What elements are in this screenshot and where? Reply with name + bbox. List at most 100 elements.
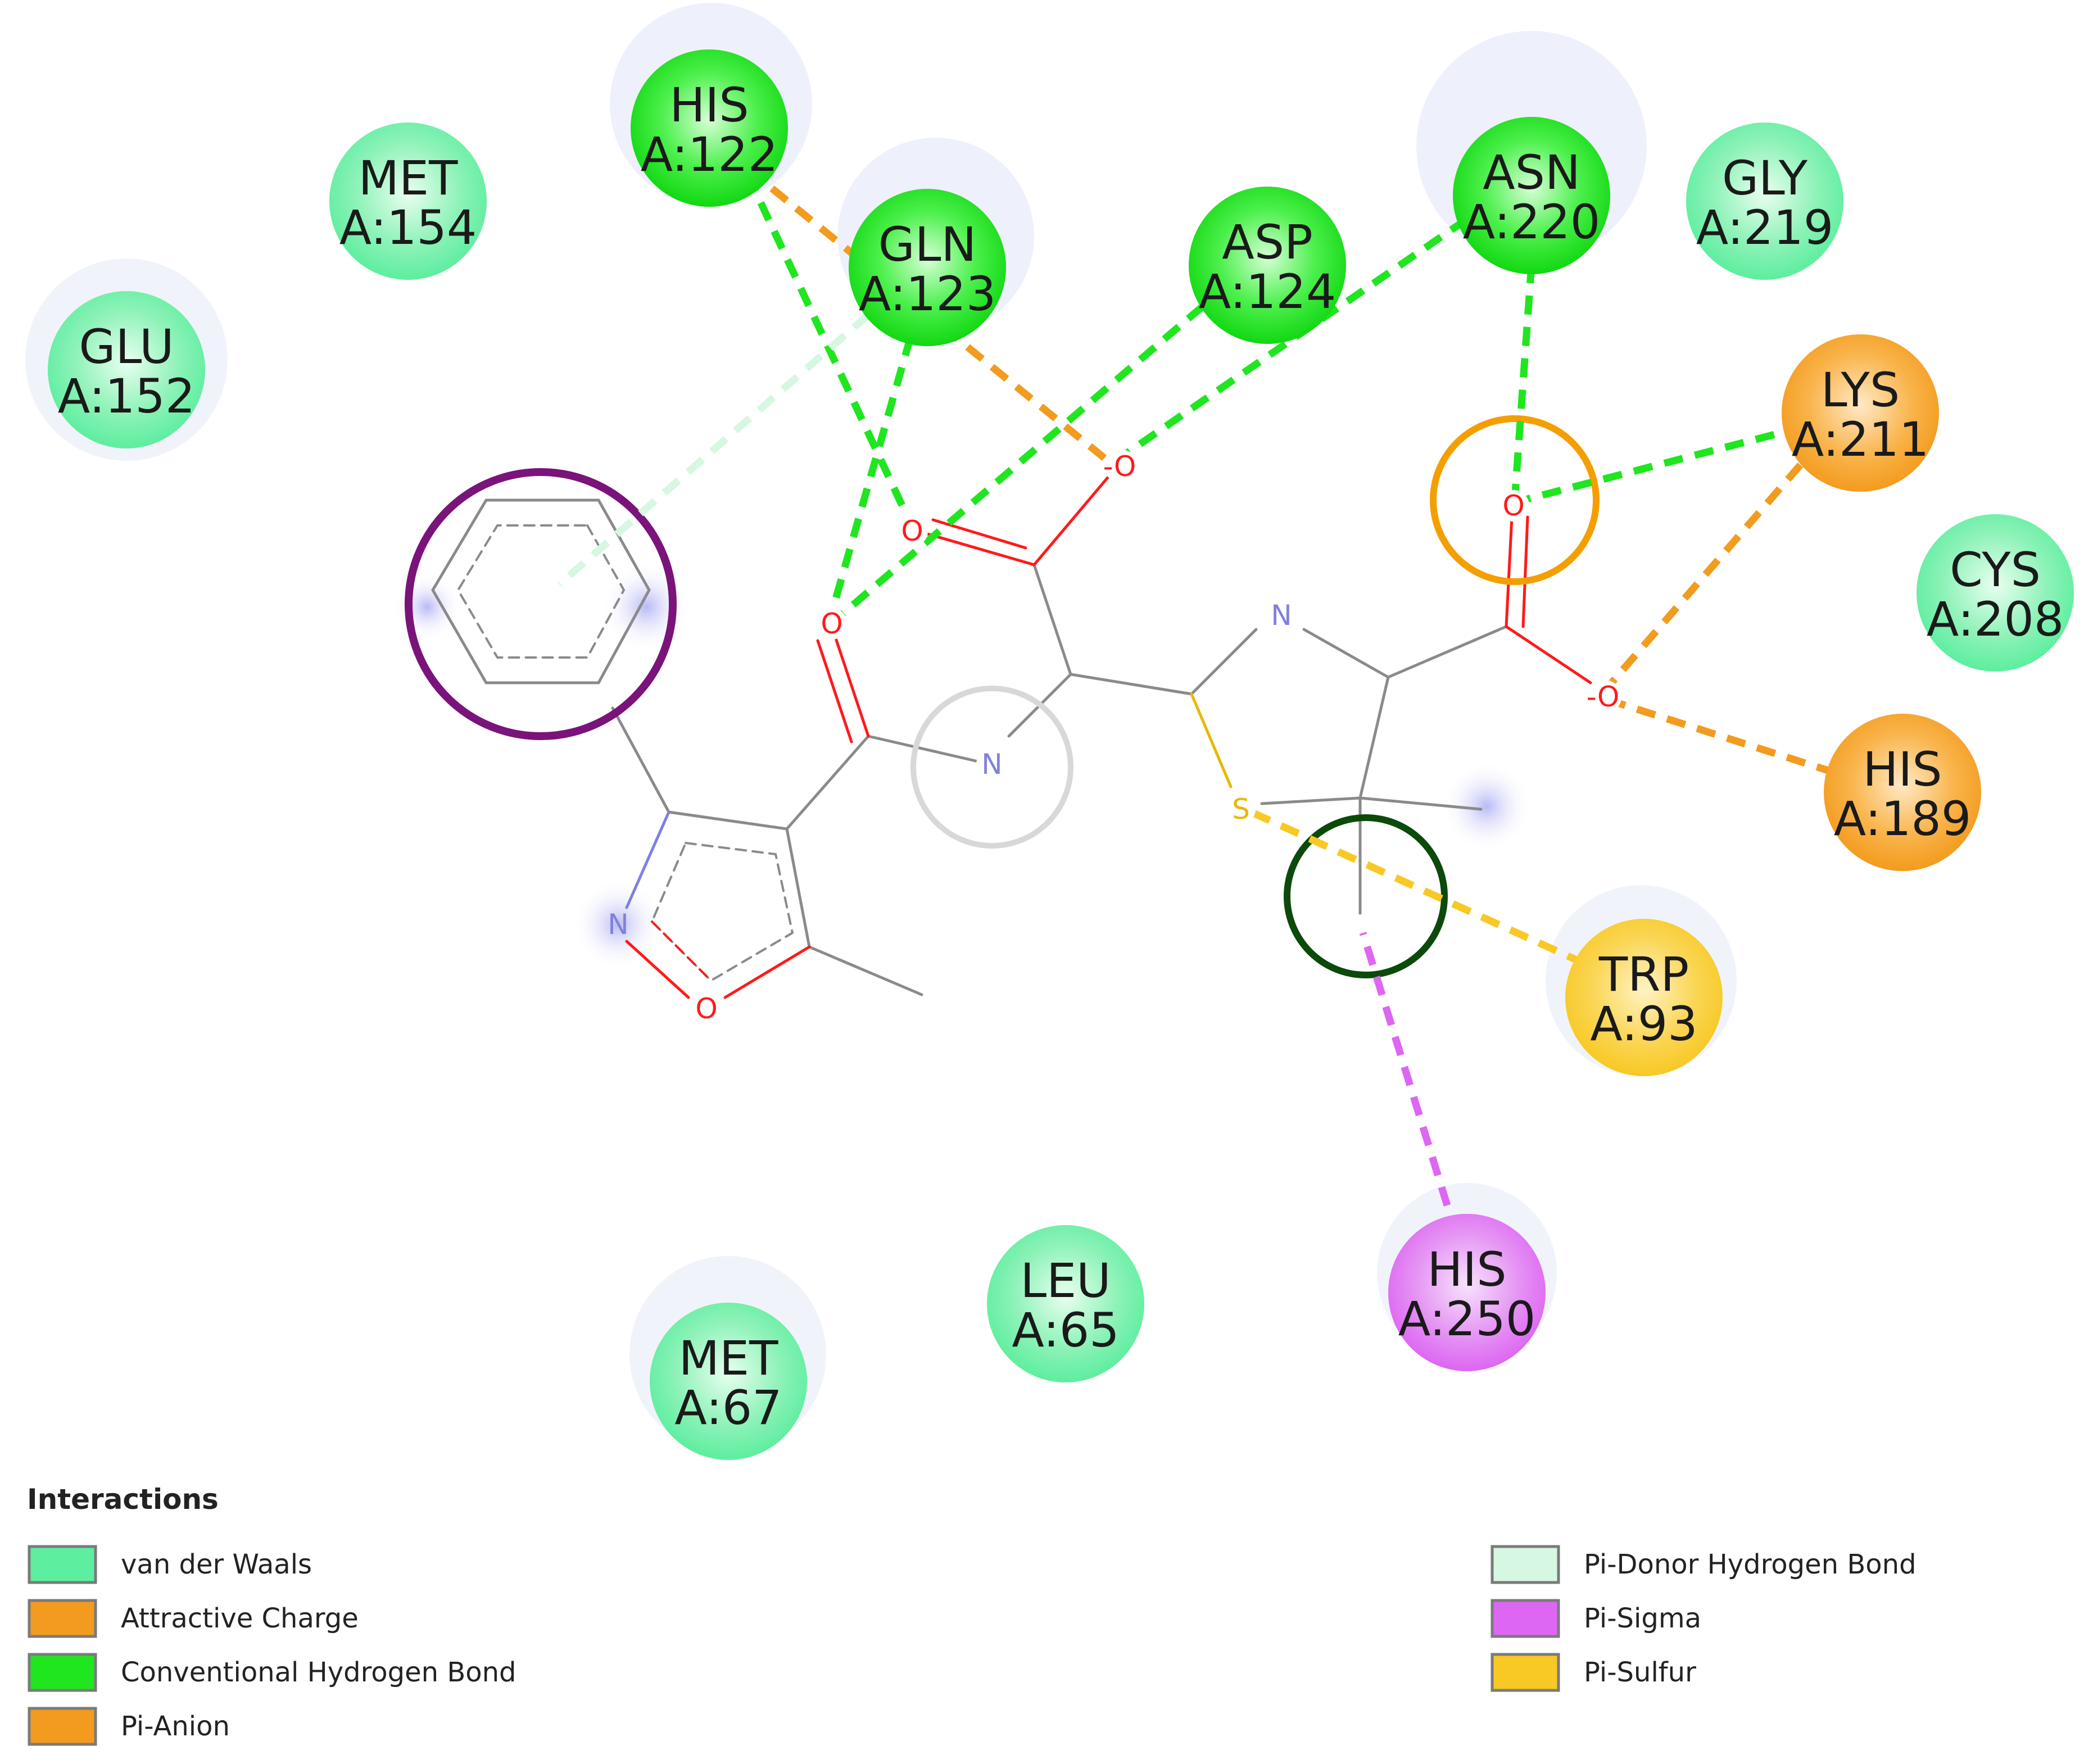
bond-c5-methyl — [808, 945, 923, 996]
bond-isox-inner-red — [651, 920, 712, 982]
residue-chain: A:219 — [1696, 200, 1834, 255]
bond-carb-o1 — [1032, 473, 1112, 566]
legend-swatch-attractive — [28, 1599, 97, 1638]
ligand-bonds — [431, 498, 1508, 996]
pidonor-gln123-ring — [556, 312, 871, 587]
bond-n-o-isox — [625, 940, 690, 999]
isox-inner — [650, 841, 794, 982]
bond-c3-n-isox — [625, 810, 671, 909]
residue-chain: A:154 — [339, 200, 477, 255]
residue-circle — [329, 123, 487, 280]
atom-o2-bg — [816, 608, 848, 640]
residue-circle — [849, 189, 1006, 346]
residue-name: LYS — [1821, 362, 1900, 418]
hbond-asn220-o1 — [1113, 216, 1469, 464]
residue-chain: A:93 — [1590, 996, 1697, 1051]
hbond-gln123-o2 — [828, 336, 914, 614]
bond-c4thz-c5thz — [1358, 675, 1390, 800]
atom-o5-bg — [1588, 680, 1621, 714]
atom-n-amide-bg — [976, 749, 1008, 780]
bond-ca-c2 — [1069, 673, 1193, 696]
residue-circle — [1565, 919, 1723, 1076]
bond-c4thz-ccarb2 — [1387, 625, 1508, 679]
atom-o3: O — [901, 515, 923, 547]
bond-camide-n — [867, 734, 980, 763]
atom-o1-bg — [1104, 450, 1138, 483]
residue-name: HIS — [1427, 1242, 1506, 1297]
residue-name: HIS — [1863, 742, 1942, 797]
legend-label-attractive: Attractive Charge — [121, 1603, 359, 1634]
atom-s: S — [1232, 793, 1250, 826]
atom-o5: -O — [1587, 681, 1620, 713]
residue-chain: A:67 — [674, 1380, 782, 1435]
residue-chain: A:250 — [1398, 1291, 1536, 1346]
residue-name: GLY — [1722, 151, 1808, 206]
hbond-asp124-o2 — [835, 303, 1206, 621]
residue-circle — [650, 1303, 807, 1460]
legend-swatch-pisigma — [1491, 1599, 1560, 1638]
atom-o4-bg — [1498, 490, 1529, 522]
residue-chain: A:65 — [1012, 1303, 1119, 1358]
residue-circle — [1388, 1214, 1546, 1371]
carboxyl-ring-highlight — [1430, 415, 1600, 585]
residue-circle — [987, 1225, 1144, 1382]
residue-name: ASN — [1483, 145, 1580, 200]
atom-labels: -O O O O -O N N S N O — [608, 450, 1621, 1025]
residue-chain: A:122 — [641, 127, 778, 182]
legend-label-hbond: Conventional Hydrogen Bond — [121, 1657, 517, 1688]
bond-c4-c5 — [785, 827, 811, 949]
atom-n-thiaz: N — [1271, 599, 1292, 632]
residue-chain: A:123 — [859, 266, 996, 321]
benzene-ring — [431, 498, 651, 684]
legend: Interactions van der Waals Attractive Ch… — [27, 1483, 1917, 1746]
bond-ca-ccarb — [1032, 563, 1072, 676]
legend-swatch-pidonor — [1491, 1545, 1560, 1584]
residue-name: ASP — [1222, 215, 1312, 270]
legend-title: Interactions — [27, 1483, 219, 1516]
residue-name: LEU — [1020, 1253, 1111, 1308]
atom-o1: -O — [1103, 450, 1136, 483]
legend-label-pidonor: Pi-Donor Hydrogen Bond — [1584, 1549, 1917, 1580]
charge-his189-o5 — [1606, 696, 1836, 777]
residue-name: HIS — [669, 78, 749, 133]
pisigma-his250-ring — [1359, 932, 1451, 1207]
atom-o4: O — [1502, 489, 1524, 522]
ligand-bonds-colored — [625, 473, 1592, 999]
residue-chain: A:152 — [58, 369, 196, 424]
atom-o-isox: O — [695, 992, 717, 1025]
residue-circle — [631, 49, 788, 207]
residue-chain: A:124 — [1199, 264, 1337, 319]
residue-circle — [1453, 117, 1610, 274]
benzene-inner — [456, 524, 626, 659]
atom-o3-bg — [896, 515, 928, 547]
bond-carb2-o5 — [1505, 625, 1592, 684]
halo-blue-n-isox — [573, 879, 663, 969]
bond-amide-co — [833, 633, 870, 738]
highlight-rings — [405, 415, 1600, 978]
residue-name: CYS — [1950, 542, 2041, 597]
bond-c5-s — [1260, 796, 1362, 805]
bond-c3-c4 — [667, 810, 789, 831]
residue-circle — [48, 291, 205, 448]
bond-c2-nthz — [1190, 628, 1258, 696]
atom-n-thiaz-bg — [1266, 600, 1297, 631]
bond-carb2-o4b — [1521, 515, 1529, 628]
bond-amide-co2 — [816, 639, 853, 743]
bond-ph-isox — [611, 706, 671, 814]
bond-carb2-o4 — [1505, 515, 1514, 628]
bond-carb-o2 — [926, 532, 1036, 566]
legend-swatch-hbond — [28, 1653, 97, 1692]
residue-circle — [1824, 714, 1981, 871]
residue-chain: A:220 — [1463, 194, 1601, 250]
